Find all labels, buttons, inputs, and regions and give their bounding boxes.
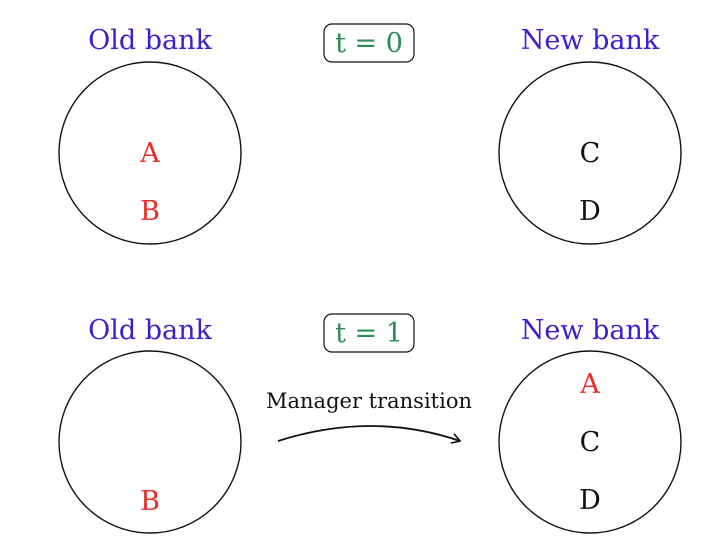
new-bank-title: New bank	[521, 315, 660, 346]
old-bank-member-b: B	[140, 486, 160, 517]
transition-label: Manager transition	[266, 389, 472, 413]
old-bank-title: Old bank	[88, 25, 212, 56]
old-bank-title: Old bank	[88, 315, 212, 346]
new-bank-circle	[498, 350, 682, 534]
time-label-box	[323, 313, 415, 353]
time-label: t = 0	[335, 28, 403, 59]
new-bank-title: New bank	[521, 25, 660, 56]
old-bank-member-a: A	[139, 138, 160, 169]
old-bank-circle	[58, 350, 242, 534]
old-bank-circle	[58, 61, 242, 245]
new-bank-member-a: A	[579, 369, 600, 400]
new-bank-circle	[498, 61, 682, 245]
new-bank-member-d: D	[579, 485, 601, 516]
time-label-box	[323, 23, 415, 63]
new-bank-member-c: C	[580, 427, 601, 458]
panel-t0: Old bank A B t = 0 New bank C D	[58, 23, 682, 245]
new-bank-member-d: D	[579, 196, 601, 227]
curved-arrow-icon	[277, 425, 462, 444]
time-label: t = 1	[335, 318, 403, 349]
old-bank-member-b: B	[140, 196, 160, 227]
panel-t1: Old bank B t = 1 Manager transition New …	[58, 313, 682, 534]
new-bank-member-c: C	[580, 138, 601, 169]
